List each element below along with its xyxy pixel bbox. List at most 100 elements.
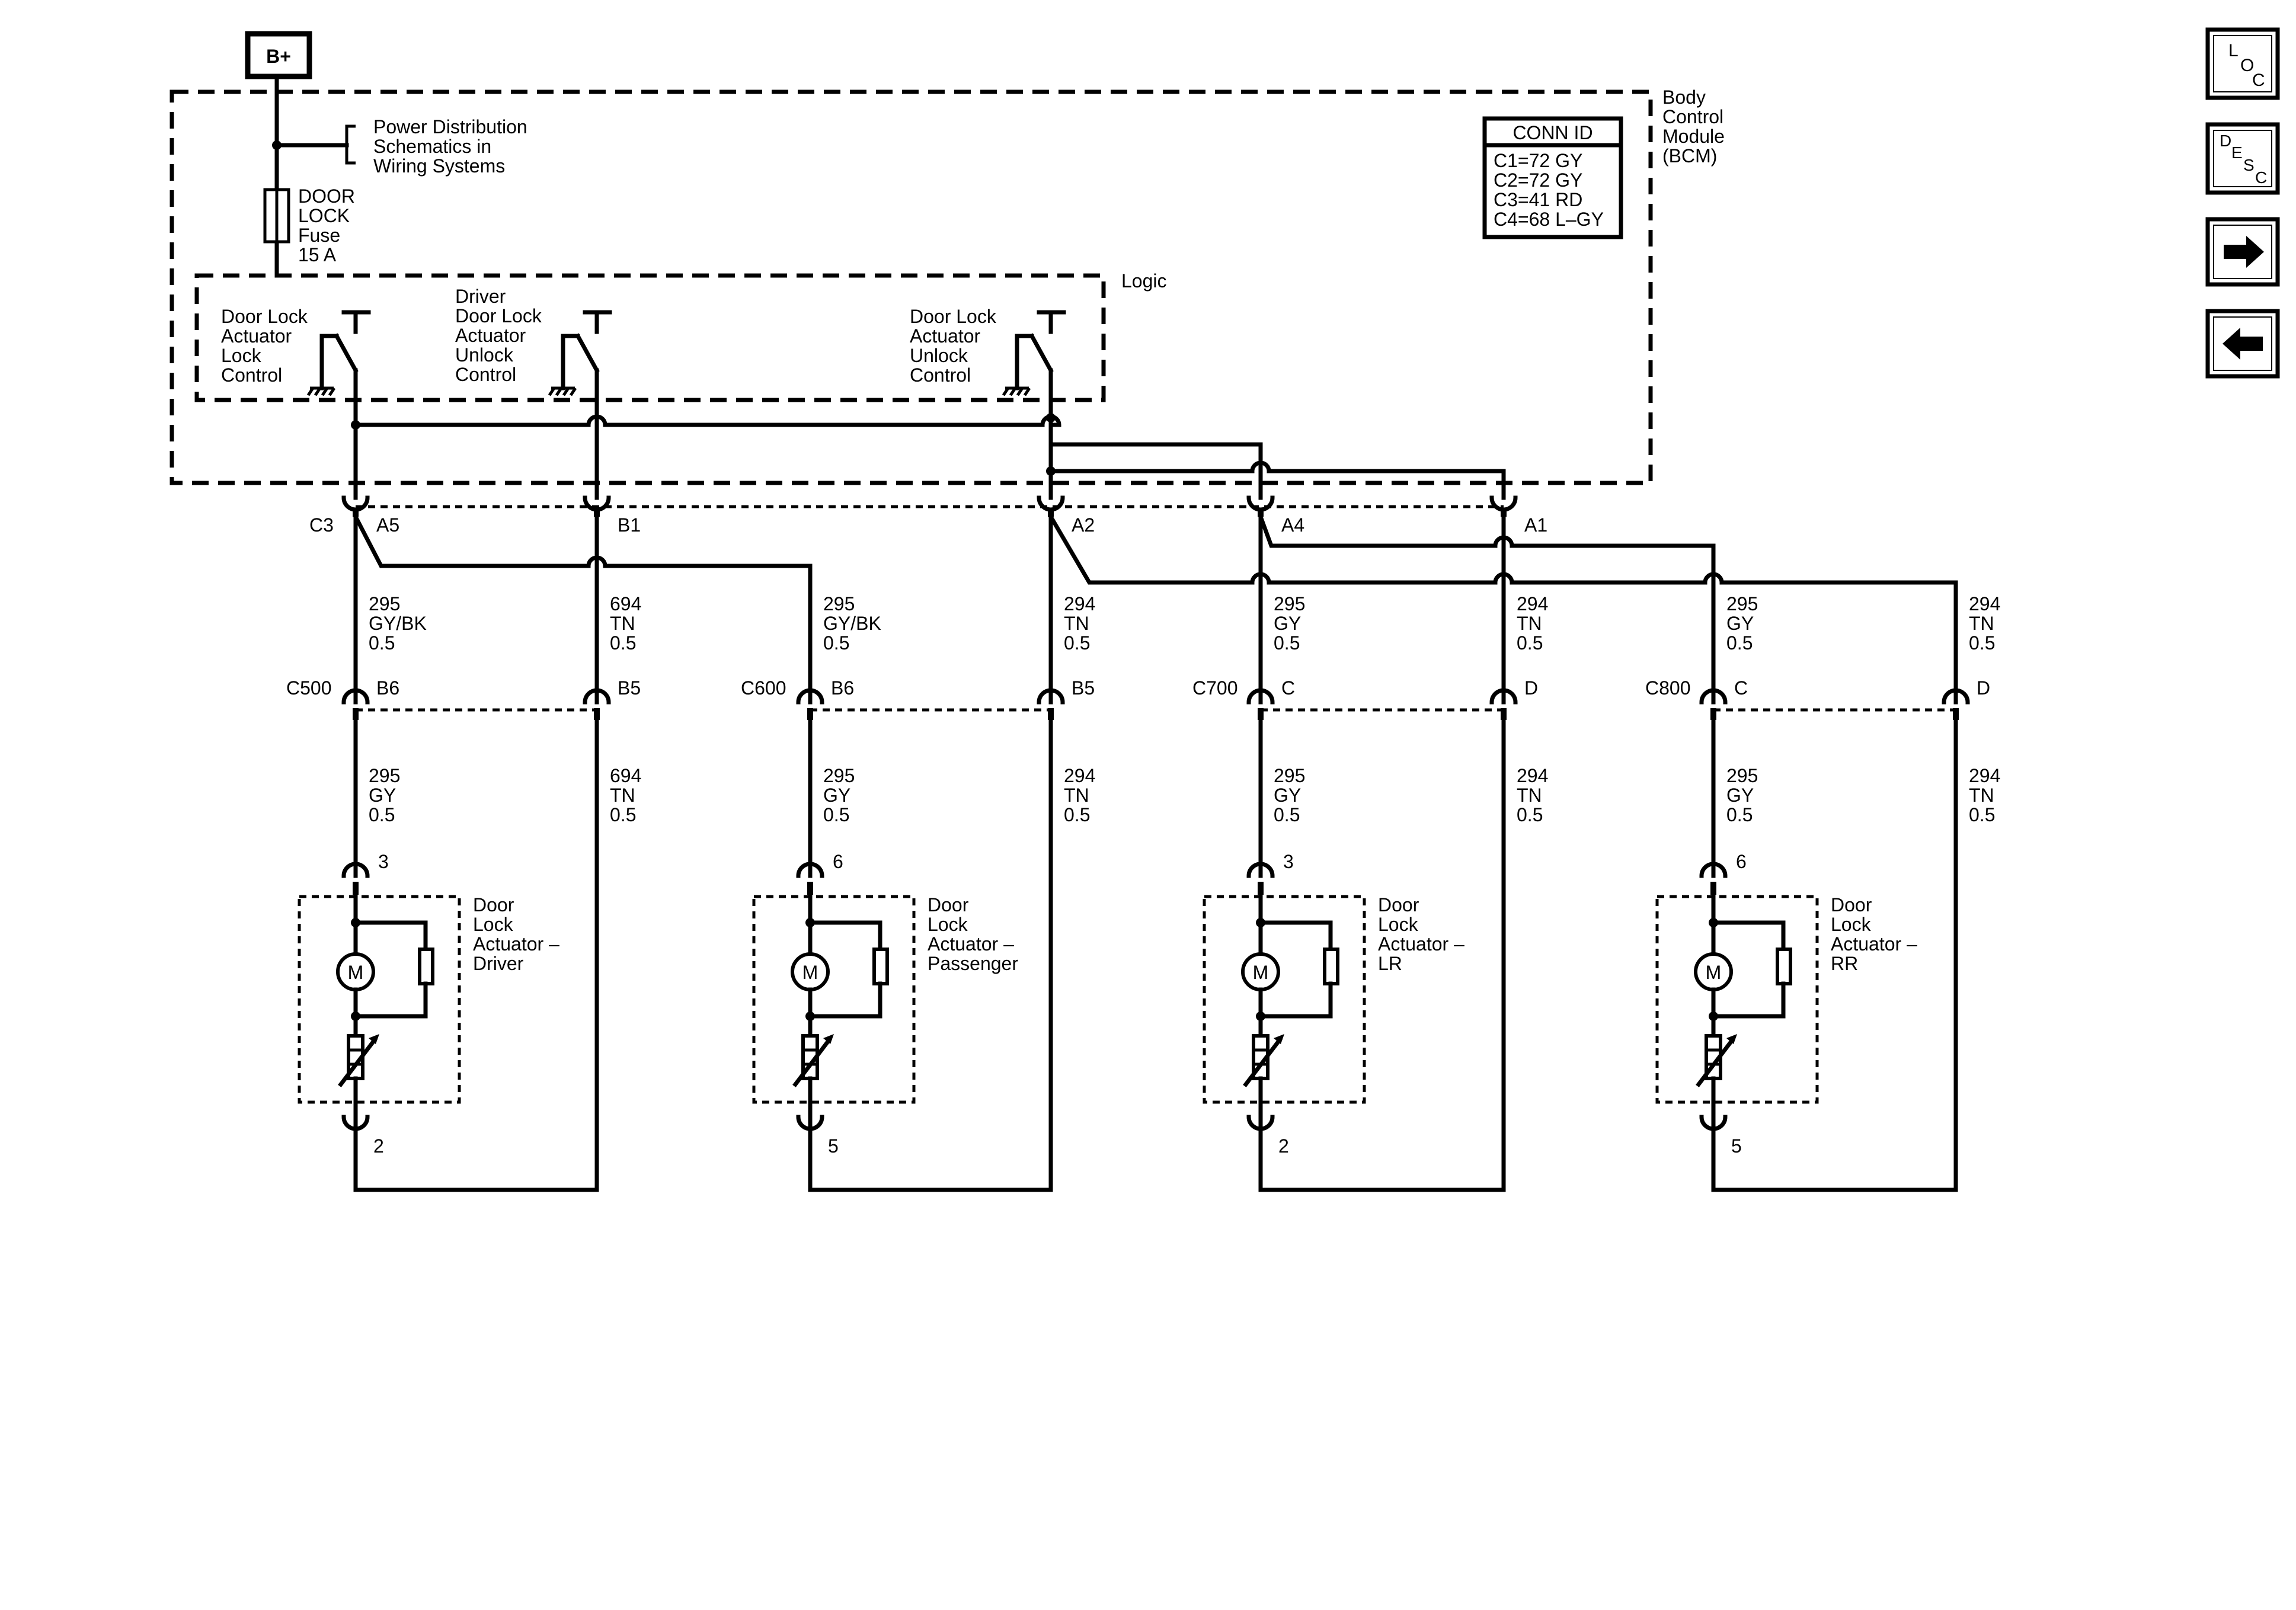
svg-text:Lock: Lock bbox=[928, 914, 968, 935]
svg-text:GY: GY bbox=[823, 785, 850, 806]
svg-text:Driver: Driver bbox=[455, 286, 506, 307]
svg-text:Control: Control bbox=[910, 364, 971, 386]
pin-top: 3 bbox=[378, 851, 389, 872]
motor-symbol: M bbox=[1706, 962, 1722, 983]
lower-wire-labels: 295 GY 0.5 694 TN 0.5 295 GY 0.5 294 TN … bbox=[369, 765, 2000, 825]
actuator-driver: M 3 2 Door Lock Actuator – Driver bbox=[298, 851, 559, 1157]
svg-text:295: 295 bbox=[1274, 765, 1305, 786]
svg-text:C600: C600 bbox=[741, 677, 786, 699]
conn-id-table: CONN ID C1=72 GY C2=72 GY C3=41 RD C4=68… bbox=[1482, 116, 1623, 239]
svg-text:294: 294 bbox=[1969, 765, 2000, 786]
unlock-control-switch bbox=[1002, 310, 1066, 417]
c3-pin-b1: B1 bbox=[618, 514, 641, 536]
svg-text:Actuator –: Actuator – bbox=[1831, 933, 1917, 955]
ref-line-3: Wiring Systems bbox=[373, 155, 505, 177]
svg-text:B6: B6 bbox=[376, 677, 399, 699]
svg-text:Door Lock: Door Lock bbox=[221, 306, 308, 327]
conn-id-title: CONN ID bbox=[1512, 122, 1593, 143]
ref-line-2: Schematics in bbox=[373, 136, 491, 157]
bcm-boundary bbox=[170, 89, 1653, 485]
fuse-line-2: LOCK bbox=[298, 205, 350, 226]
svg-text:295: 295 bbox=[1274, 593, 1305, 614]
svg-text:0.5: 0.5 bbox=[1517, 804, 1543, 825]
fuse-line-4: 15 A bbox=[298, 244, 337, 265]
switch-1-label: Door Lock Actuator Lock Control bbox=[221, 306, 308, 386]
svg-text:TN: TN bbox=[1064, 785, 1089, 806]
svg-text:Passenger: Passenger bbox=[928, 953, 1018, 974]
svg-text:694: 694 bbox=[610, 593, 641, 614]
pin-bottom: 5 bbox=[1731, 1135, 1742, 1157]
svg-text:0.5: 0.5 bbox=[610, 632, 636, 654]
svg-text:694: 694 bbox=[610, 765, 641, 786]
svg-text:Actuator: Actuator bbox=[221, 325, 292, 347]
svg-text:TN: TN bbox=[610, 785, 635, 806]
svg-text:GY/BK: GY/BK bbox=[369, 613, 427, 634]
description-button[interactable]: D E S C bbox=[2205, 122, 2280, 195]
logic-boundary bbox=[194, 273, 1106, 402]
bcm-label: Body Control Module (BCM) bbox=[1662, 87, 1725, 167]
svg-text:0.5: 0.5 bbox=[369, 632, 395, 654]
battery-label: B+ bbox=[266, 46, 291, 67]
ref-line-1: Power Distribution bbox=[373, 116, 527, 137]
svg-text:Control: Control bbox=[221, 364, 282, 386]
c3-pin-a5: A5 bbox=[376, 514, 399, 536]
fuse-line-1: DOOR bbox=[298, 185, 355, 207]
inline-connector-c600: C600 B6 B5 bbox=[741, 677, 1095, 720]
svg-text:295: 295 bbox=[1726, 593, 1758, 614]
svg-text:Actuator –: Actuator – bbox=[1378, 933, 1464, 955]
svg-text:Door: Door bbox=[1831, 894, 1872, 916]
svg-text:TN: TN bbox=[610, 613, 635, 634]
pin-bottom: 2 bbox=[1278, 1135, 1289, 1157]
svg-text:Lock: Lock bbox=[473, 914, 514, 935]
svg-text:Actuator: Actuator bbox=[910, 325, 981, 347]
upper-wire-labels: 295 GY/BK 0.5 694 TN 0.5 295 GY/BK 0.5 2… bbox=[369, 593, 2000, 654]
svg-text:RR: RR bbox=[1831, 953, 1858, 974]
motor-symbol: M bbox=[802, 962, 818, 983]
svg-text:Control: Control bbox=[455, 364, 516, 385]
svg-text:Door: Door bbox=[1378, 894, 1419, 916]
svg-text:S: S bbox=[2243, 156, 2255, 174]
battery-power-block: B+ bbox=[245, 31, 312, 79]
lock-control-switch bbox=[306, 310, 371, 500]
svg-text:(BCM): (BCM) bbox=[1662, 145, 1717, 167]
svg-text:C700: C700 bbox=[1192, 677, 1238, 699]
svg-text:GY/BK: GY/BK bbox=[823, 613, 881, 634]
svg-text:TN: TN bbox=[1969, 785, 1994, 806]
previous-button[interactable] bbox=[2205, 309, 2280, 379]
conn-id-row: C2=72 GY bbox=[1494, 169, 1582, 191]
svg-text:295: 295 bbox=[369, 593, 400, 614]
svg-text:D: D bbox=[1524, 677, 1538, 699]
svg-text:TN: TN bbox=[1064, 613, 1089, 634]
svg-text:0.5: 0.5 bbox=[1726, 804, 1753, 825]
motor-symbol: M bbox=[348, 962, 364, 983]
svg-text:GY: GY bbox=[1274, 785, 1301, 806]
harness-upper bbox=[353, 514, 1958, 705]
svg-text:0.5: 0.5 bbox=[1064, 632, 1090, 654]
svg-text:C: C bbox=[1281, 677, 1295, 699]
driver-unlock-control-switch bbox=[548, 310, 612, 417]
svg-text:Lock: Lock bbox=[221, 345, 262, 366]
location-button[interactable]: L O C bbox=[2205, 27, 2280, 100]
pin-bottom: 5 bbox=[828, 1135, 839, 1157]
c3-pin-a2: A2 bbox=[1072, 514, 1095, 536]
svg-text:Lock: Lock bbox=[1378, 914, 1419, 935]
svg-text:O: O bbox=[2240, 56, 2254, 75]
svg-text:Door: Door bbox=[928, 894, 969, 916]
svg-text:E: E bbox=[2231, 143, 2243, 162]
c3-name: C3 bbox=[309, 514, 334, 536]
svg-text:0.5: 0.5 bbox=[823, 632, 849, 654]
svg-text:Actuator –: Actuator – bbox=[928, 933, 1014, 955]
svg-text:Control: Control bbox=[1662, 106, 1723, 127]
svg-text:C: C bbox=[2255, 168, 2267, 187]
inline-connector-c700: C700 C D bbox=[1192, 677, 1538, 720]
svg-text:294: 294 bbox=[1064, 593, 1095, 614]
svg-text:C: C bbox=[1734, 677, 1748, 699]
svg-text:0.5: 0.5 bbox=[1064, 804, 1090, 825]
svg-text:GY: GY bbox=[369, 785, 396, 806]
next-button[interactable] bbox=[2205, 217, 2280, 287]
c3-pin-a4: A4 bbox=[1281, 514, 1304, 536]
svg-text:294: 294 bbox=[1517, 593, 1548, 614]
svg-text:TN: TN bbox=[1517, 613, 1542, 634]
conn-id-row: C1=72 GY bbox=[1494, 150, 1582, 171]
svg-text:Driver: Driver bbox=[473, 953, 524, 974]
